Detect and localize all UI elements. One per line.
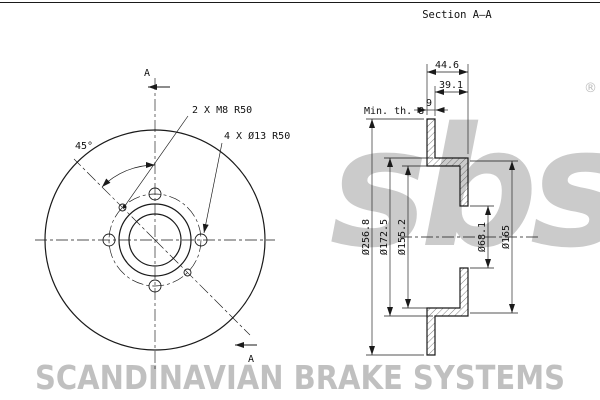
watermark-layer: sbs ® SCANDINAVIAN BRAKE SYSTEMS (35, 81, 600, 397)
hub-circle (118, 203, 192, 277)
section-material-lower (426, 267, 469, 356)
angle-dimension-arc (101, 162, 156, 188)
m8-hole-lower-right (183, 268, 192, 277)
m8-leader-dot (122, 204, 127, 209)
section-view: 44.6 39.1 9 Min. th. 8 Ø256.8 Ø172.5 Ø15… (360, 60, 538, 356)
min-thickness-note: Min. th. 8 (364, 106, 424, 117)
dim-label-total-width: 44.6 (435, 60, 459, 71)
bolt-hole-leader-line (202, 142, 223, 234)
dim-label-bore-diameter: Ø68.1 (476, 222, 488, 252)
dim-label-hat-inner-diameter: Ø155.2 (396, 219, 408, 255)
section-label-bottom: A (248, 354, 254, 365)
bolt-hole-right (194, 233, 208, 247)
bolt-hole-top (148, 187, 162, 201)
front-view: 45° 2 X M8 R50 4 X Ø13 R50 A A (35, 68, 290, 372)
m8-hole-centerline (73, 158, 156, 241)
section-material-upper (426, 118, 469, 207)
m8-hole-upper-left (118, 203, 127, 212)
bolt-hole-bottom (148, 279, 162, 293)
registered-trademark-icon: ® (584, 81, 597, 96)
dim-label-inner-width: 39.1 (439, 80, 463, 91)
dim-label-flange-diameter: Ø165 (500, 225, 512, 249)
dim-label-outer-diameter: Ø256.8 (360, 219, 372, 255)
dim-label-hat-outer-diameter: Ø172.5 (378, 219, 390, 255)
diagonal-section-line (154, 239, 251, 336)
angle-dimension-label: 45° (75, 141, 93, 152)
center-bore-circle (128, 213, 182, 267)
bolt-hole-left (102, 233, 116, 247)
bolt-hole-note: 4 X Ø13 R50 (224, 130, 290, 142)
section-label-top: A (144, 68, 150, 79)
dim-label-thickness: 9 (426, 98, 432, 109)
m8-note: 2 X M8 R50 (192, 105, 252, 116)
brand-banner-watermark: SCANDINAVIAN BRAKE SYSTEMS (35, 358, 565, 397)
disc-outer-circle (44, 129, 266, 351)
section-title: Section A–A (422, 9, 492, 21)
m8-leader-line (125, 115, 189, 206)
bolt-circle (108, 193, 202, 287)
